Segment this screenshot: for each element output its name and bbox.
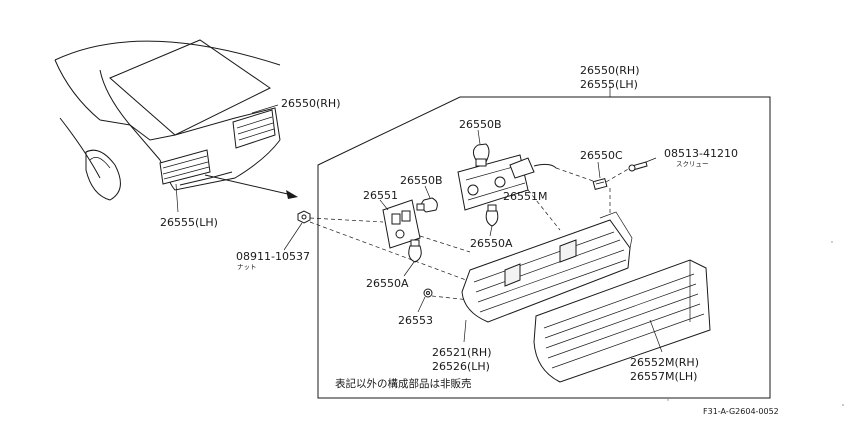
socket-26550c (592, 177, 608, 191)
label-bulb-26550a-low: 26550A (366, 277, 409, 290)
leader-screw (645, 157, 657, 163)
label-lens-lh: 26526(LH) (432, 360, 490, 373)
car-rear-illustration (54, 39, 281, 201)
label-socket-26551: 26551 (363, 189, 398, 202)
leader-socket-26551 (379, 199, 389, 211)
garnish-26552m-26557m (533, 259, 711, 383)
leader-car-rh (251, 104, 279, 114)
exploded-view-arrow (204, 174, 298, 199)
label-car-lh: 26555(LH) (160, 216, 218, 229)
screw-08513-41210 (628, 161, 648, 172)
label-bulb-26550b-left: 26550B (400, 174, 443, 187)
car-lamp-rh (232, 109, 276, 149)
nut-08911-10537 (297, 210, 311, 224)
label-car-rh: 26550(RH) (281, 97, 341, 110)
label-socket-26550c: 26550C (580, 149, 623, 162)
gasket-26553 (423, 288, 433, 298)
label-bulb-26550b-top: 26550B (459, 118, 502, 131)
leader-bulb-left (424, 185, 431, 199)
label-garnish-lh: 26557M(LH) (630, 370, 697, 383)
label-housing-26551m: 26551M (503, 190, 547, 203)
label-lens-rh: 26521(RH) (432, 346, 492, 359)
lens-26521-26526 (461, 211, 633, 323)
label-assembly-rh: 26550(RH) (580, 64, 640, 77)
bulb-26550b-left (416, 197, 438, 213)
figure-reference: F31-A-G2604-0052 (703, 407, 779, 416)
label-bulb-26550a-mid: 26550A (470, 237, 513, 250)
label-nut-part: 08911-10537 (236, 250, 310, 263)
bulb-26550b-top (472, 143, 490, 167)
leader-gasket (417, 296, 426, 313)
label-garnish-rh: 26552M(RH) (630, 356, 699, 369)
bulb-26550a-low (408, 239, 422, 263)
leader-lens (463, 319, 467, 343)
socket-plate-26551 (382, 199, 421, 249)
label-note: 表記以外の構成部品は非販売 (335, 377, 472, 390)
leader-car-lh (175, 183, 179, 213)
exploded-view-frame (317, 96, 771, 399)
label-gasket-26553: 26553 (398, 314, 433, 327)
label-assembly-lh: 26555(LH) (580, 78, 638, 91)
scan-specks (667, 241, 844, 406)
bulb-26550a-mid (485, 204, 499, 227)
label-nut-text: ナット (237, 263, 257, 271)
leader-garnish (649, 319, 663, 353)
leader-bulb-mid (489, 225, 493, 237)
leader-nut (283, 222, 303, 251)
label-screw-text: スクリュー (676, 160, 709, 168)
leader-socket-26550c (597, 161, 601, 179)
label-screw-part: 08513-41210 (664, 147, 738, 160)
leader-bulb-low (403, 261, 415, 277)
leader-bulb-top (477, 129, 481, 145)
car-lamp-lh (159, 149, 211, 185)
bulb-holder-housing (457, 154, 557, 211)
